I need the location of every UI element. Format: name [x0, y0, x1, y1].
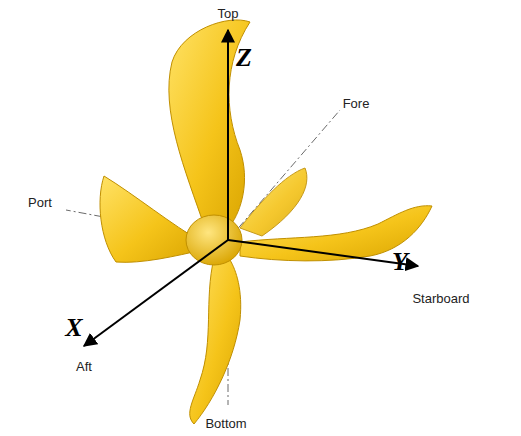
direction-label: Port — [28, 196, 52, 209]
propeller-blades — [100, 20, 432, 424]
direction-label: Starboard — [412, 292, 469, 305]
direction-label: Bottom — [205, 417, 246, 430]
direction-label: Top — [218, 7, 239, 20]
axis-name: X — [65, 315, 82, 341]
axis-name: Z — [236, 45, 252, 71]
direction-label: Fore — [343, 97, 370, 110]
axis-name: Y — [392, 249, 408, 275]
direction-label: Aft — [76, 360, 92, 373]
axes — [84, 30, 418, 346]
